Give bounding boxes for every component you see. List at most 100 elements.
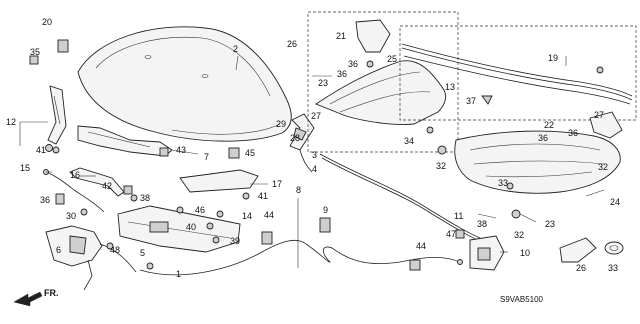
callout-33a: 34 [404,136,414,146]
callout-37a: 37 [466,96,476,106]
clip-44a [261,231,273,245]
callout-6: 6 [56,245,61,255]
callout-22: 23 [545,219,555,229]
clip-46 [176,206,184,214]
callout-16: 16 [70,170,80,180]
hood-stay [289,113,315,173]
clip-48 [106,242,114,250]
callout-9: 9 [323,205,328,215]
callout-25: 25 [387,54,397,64]
callout-38a: 38 [140,193,150,203]
callout-28: 27 [594,110,604,120]
callout-19: 19 [548,53,558,63]
callout-17: 17 [272,179,282,189]
callout-2: 2 [233,44,238,54]
pad [559,237,597,263]
callout-30: 29 [276,119,286,129]
callout-33b: 33 [498,178,508,188]
clip-40 [29,55,39,65]
callout-11: 11 [454,211,463,221]
clip-14 [216,210,224,218]
hood-panel [77,26,292,142]
clip-32b [511,209,521,219]
hood-hinge-left [45,85,67,152]
front-direction-arrow: FR. [13,288,59,307]
clip-39 [206,222,214,230]
release-cable [139,239,463,276]
clip-41a [52,146,60,154]
callout-32b: 32 [598,162,608,172]
clip-47 [455,229,465,239]
clip-44b [409,259,421,271]
callout-36d: 36 [568,128,578,138]
cowl-cover-left [315,19,447,125]
callout-20: 21 [336,31,346,41]
callout-4: 4 [312,164,317,174]
callout-38b: 39 [230,236,240,246]
clip-38b [212,236,220,244]
hood-seal-strip [401,43,633,105]
clip-34 [55,193,65,205]
callout-46: 46 [195,205,205,215]
callout-48: 48 [110,245,120,255]
callout-37b: 38 [477,219,487,229]
support-rod [69,167,125,197]
callout-7: 7 [204,152,209,162]
callout-44a: 44 [264,210,274,220]
callout-36c: 36 [538,133,548,143]
callout-13: 13 [445,82,455,92]
clip-38a [130,194,138,202]
clip-33b [506,182,514,190]
clip-32a [437,145,447,155]
clip-18 [57,39,69,53]
callout-41b: 41 [258,191,268,201]
callout-14: 14 [242,211,252,221]
callout-23b: 24 [610,197,620,207]
hood-striker [469,235,505,271]
clip-41b [242,192,250,200]
leader-lines [19,55,605,268]
callout-39: 40 [186,222,196,232]
callout-43: 43 [176,145,186,155]
diagram-code: S9VAB5100 [500,295,544,304]
clip-32c [596,66,604,74]
clip-31 [80,208,88,216]
clip-43 [159,147,169,157]
callout-32c: 32 [514,230,524,240]
callout-15: 15 [20,163,30,173]
callout-42: 42 [102,181,112,191]
callout-21: 22 [544,120,554,130]
seal-group-box [399,25,637,121]
hood-rail [77,125,173,157]
callout-45: 45 [245,148,255,158]
callout-12: 12 [6,117,16,127]
weatherstrip [319,153,483,243]
bracket-17 [179,169,259,193]
callout-40: 35 [30,47,40,57]
grommet [604,241,624,255]
clip-33a [426,126,434,134]
callout-1: 1 [176,269,181,279]
callout-44b: 44 [416,241,426,251]
callout-41a: 41 [36,145,46,155]
cowl-group-box [307,11,459,153]
clip-1 [146,262,154,270]
cowl-cover-right [454,111,623,194]
callout-10: 10 [520,248,530,258]
callout-36a: 36 [348,59,358,69]
callout-31: 30 [66,211,76,221]
callout-3: 3 [312,150,317,160]
callout-34: 36 [40,195,50,205]
callout-24: 26 [287,39,297,49]
callout-47: 47 [446,229,456,239]
callout-23a: 23 [318,78,328,88]
clip-45 [228,147,240,159]
callout-26: 27 [311,111,321,121]
direction-label: FR. [44,288,59,298]
clip-42 [123,185,133,195]
clip-37 [481,95,493,105]
callout-5: 5 [140,248,145,258]
callout-8: 8 [296,185,301,195]
